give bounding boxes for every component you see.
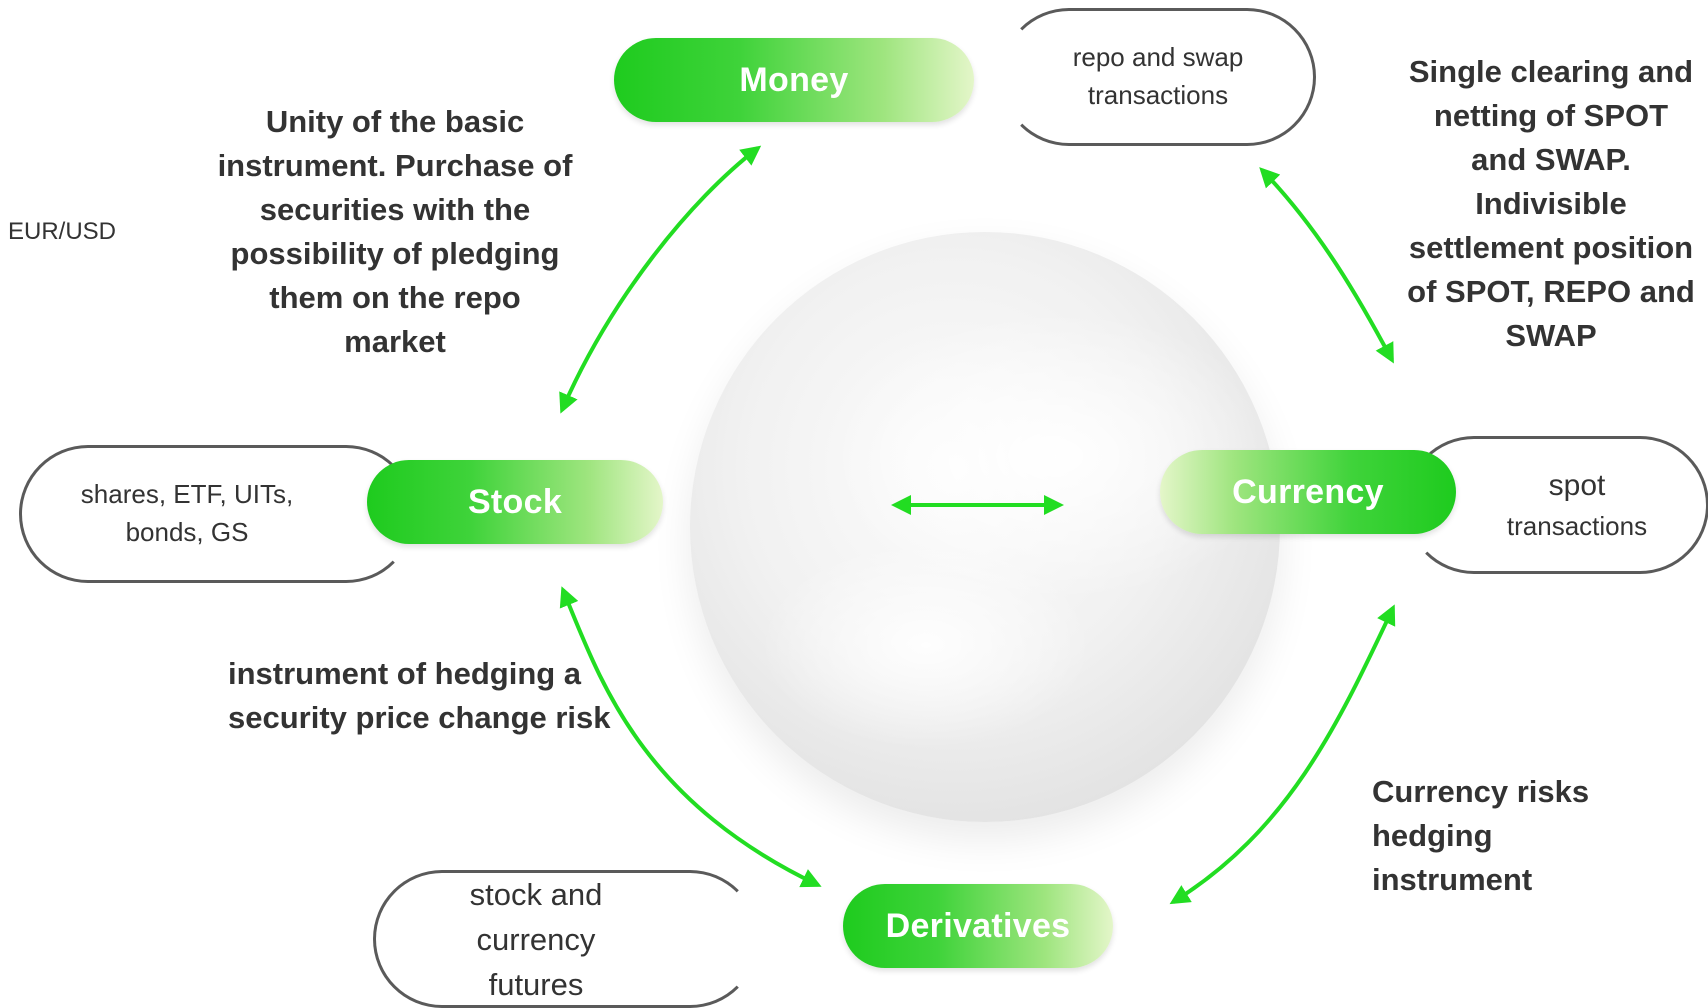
money-stock-line-5: them on the repo [269, 280, 521, 315]
money-currency-line-2: netting of SPOT [1433, 98, 1669, 133]
currency-derivatives-line-3: instrument [1372, 862, 1533, 897]
currency-instruments-box: spot transactions [1405, 436, 1708, 574]
money-currency-line-1: Single clearing and [1408, 54, 1694, 89]
stock-derivatives-relation-label: instrument of hedging a security price c… [228, 652, 648, 740]
arrow-money-currency [1259, 167, 1394, 364]
arrow-currency-derivatives [1169, 604, 1396, 905]
currency-derivatives-relation-label: Currency risks hedging instrument [1372, 770, 1672, 902]
stock-derivatives-line-2: security price change risk [228, 700, 611, 735]
money-stock-line-1: Unity of the basic [265, 104, 525, 139]
stock-box-line-2: bonds, GS [125, 517, 249, 547]
money-node: Money [614, 38, 974, 122]
money-currency-line-6: of SPOT, REPO and [1407, 274, 1695, 309]
money-currency-line-5: settlement position [1408, 230, 1694, 265]
currency-box-line-2: transactions [1506, 510, 1648, 541]
stock-node-label: Stock [467, 482, 563, 521]
derivatives-node-label: Derivatives [885, 906, 1071, 945]
derivatives-node: Derivatives [843, 884, 1113, 968]
money-instruments-box: repo and swap transactions [1000, 8, 1316, 146]
arrow-money-stock [559, 145, 762, 414]
stock-box-line-1: shares, ETF, UITs, [80, 479, 294, 510]
money-box-line-1: repo and swap [1072, 42, 1244, 73]
money-stock-line-6: market [344, 324, 446, 359]
currency-node-label: Currency [1232, 472, 1384, 511]
currency-derivatives-line-2: hedging [1372, 818, 1493, 853]
derivatives-box-line-1: stock and [469, 876, 603, 912]
currency-derivatives-line-1: Currency risks [1372, 774, 1590, 809]
derivatives-instruments-box: stock and currency futures [373, 870, 759, 1008]
stock-node: Stock [367, 460, 663, 544]
money-currency-line-3: and SWAP. [1471, 142, 1631, 177]
stock-derivatives-line-1: instrument of hedging a [228, 656, 582, 691]
eur-usd-label: EUR/USD [8, 218, 117, 245]
money-stock-line-2: instrument. Purchase of [217, 148, 573, 183]
money-currency-line-7: SWAP [1505, 318, 1597, 353]
derivatives-box-line-2: currency [476, 921, 596, 957]
currency-node: Currency [1160, 450, 1456, 534]
money-node-label: Money [739, 60, 849, 99]
money-currency-line-4: Indivisible [1475, 186, 1627, 221]
money-stock-line-3: securities with the [259, 192, 531, 227]
arrow-stock-derivatives [559, 586, 822, 888]
derivatives-box-line-3: futures [488, 966, 584, 1002]
money-currency-relation-label: Single clearing and netting of SPOT and … [1396, 50, 1706, 358]
money-stock-line-4: possibility of pledging [230, 236, 560, 271]
money-box-line-2: transactions [1087, 80, 1229, 110]
stock-instruments-box: shares, ETF, UITs, bonds, GS [19, 445, 415, 583]
money-stock-relation-label: Unity of the basic instrument. Purchase … [200, 100, 590, 364]
currency-box-line-1: spot [1548, 469, 1606, 503]
